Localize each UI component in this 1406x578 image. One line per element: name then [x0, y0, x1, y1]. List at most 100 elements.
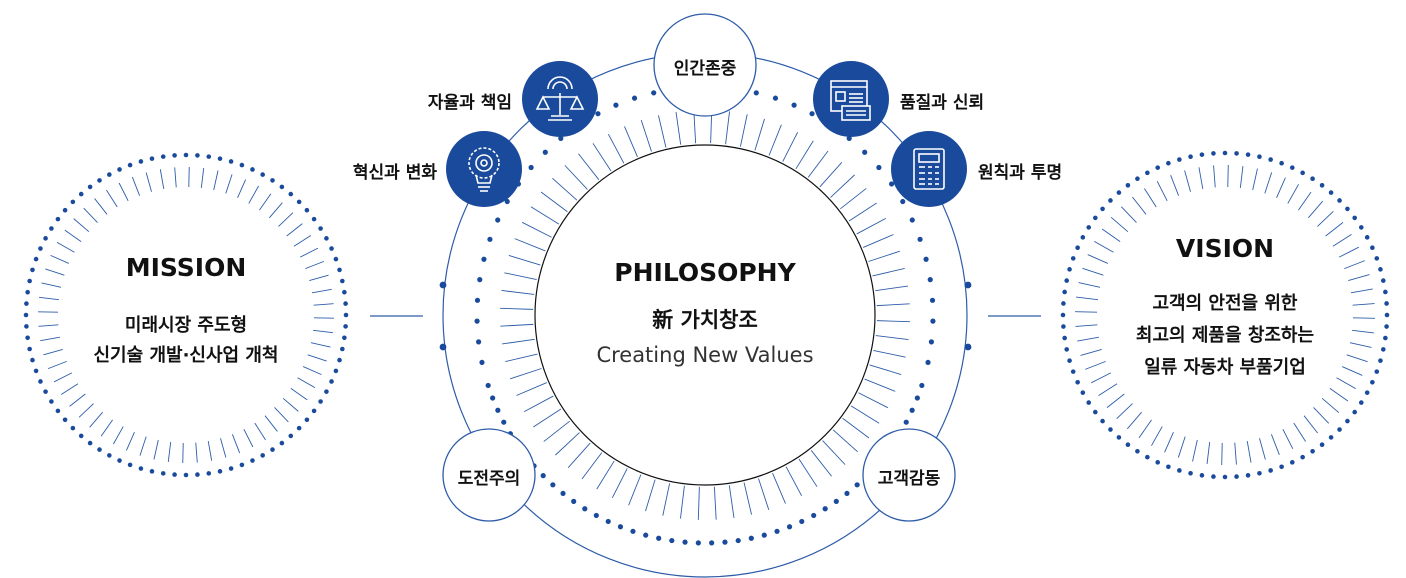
vision-dot: [1155, 460, 1161, 465]
vision-dot: [1064, 347, 1070, 352]
philosophy-dot-bottom: [909, 407, 915, 413]
mission-dot: [333, 256, 339, 262]
vision-dot: [1080, 235, 1086, 240]
philosophy-dot-bottom: [774, 528, 780, 534]
mission-dot: [117, 458, 122, 463]
philosophy-dot-left: [475, 339, 482, 345]
philosophy-tick: [555, 432, 580, 456]
philosophy-dot-top-left: [613, 102, 619, 108]
philosophy-tick: [521, 221, 552, 238]
philosophy-dot-bottom: [748, 535, 754, 541]
mission-tick: [311, 288, 332, 294]
philosophy-tick: [578, 153, 600, 180]
mission-tick: [297, 377, 316, 388]
mission-dot: [97, 178, 102, 183]
vision-tick: [1303, 415, 1318, 434]
mission-dot: [49, 226, 54, 231]
vision-tick: [1082, 267, 1104, 276]
vision-tick: [1094, 241, 1114, 253]
mission-tick: [305, 260, 325, 270]
mission-dot: [288, 433, 294, 439]
vision-dot: [1166, 160, 1171, 166]
philosophy-dot-top-right: [772, 95, 779, 101]
mission-dot: [43, 389, 48, 394]
vision-dot: [1075, 245, 1080, 251]
mission-dot: [138, 466, 144, 471]
vision-tick: [1076, 296, 1098, 301]
value-label-quality: 품질과 신뢰: [900, 93, 985, 113]
philosophy-dot-top-right: [791, 102, 797, 108]
philosophy-tick: [873, 349, 906, 358]
vision-tick: [1282, 428, 1294, 450]
vision-tick: [1198, 167, 1204, 190]
vision-tick: [1234, 442, 1237, 465]
philosophy-dot-right: [928, 339, 935, 345]
philosophy-dot-top-left: [631, 95, 638, 101]
philosophy-tick: [785, 466, 803, 497]
vision-tick: [1078, 282, 1101, 288]
philosophy-dot-left: [495, 217, 501, 223]
vision-dot: [1086, 225, 1092, 230]
philosophy-tick: [768, 124, 782, 156]
mission-tick: [167, 442, 172, 462]
vision-tick: [1350, 288, 1373, 294]
philosophy-tick: [868, 250, 900, 262]
philosophy-dot-left: [528, 164, 534, 171]
mission-dot: [87, 440, 93, 446]
vision-dot: [1100, 418, 1105, 424]
vision-dot: [1067, 358, 1072, 363]
philosophy-dot-bottom: [560, 490, 566, 497]
value-label-innovation: 혁신과 변화: [352, 163, 437, 183]
philosophy-dot-top-right: [809, 111, 815, 117]
mission-tick: [243, 428, 254, 448]
philosophy-tick: [567, 442, 591, 468]
mission-tick: [237, 179, 247, 199]
mission-tick: [282, 398, 299, 412]
vision-dot: [1328, 190, 1334, 195]
vision-dot: [1075, 379, 1080, 385]
mission-dot: [333, 368, 339, 374]
mission-tick: [106, 189, 118, 208]
mission-dot: [311, 408, 317, 414]
vision-dot: [1364, 235, 1370, 240]
vision-dot: [1245, 473, 1251, 478]
mission-circle: [23, 152, 349, 478]
mission-tick: [131, 176, 141, 196]
philosophy-dot-bottom: [722, 539, 728, 545]
mission-dot: [172, 153, 177, 158]
vision-dot: [1378, 267, 1383, 272]
vision-dot: [1135, 448, 1140, 454]
vision-dot: [1086, 400, 1092, 405]
vision-dot: [1380, 278, 1386, 283]
vision-line-1: 고객의 안전을 위한: [1152, 293, 1298, 314]
mission-tick: [290, 388, 308, 401]
mission-dot: [206, 154, 212, 159]
mission-tick: [248, 185, 259, 204]
vision-dot: [1070, 256, 1076, 261]
philosophy-dot-left: [542, 149, 548, 155]
mission-dot: [340, 346, 345, 352]
mission-dot: [27, 346, 32, 352]
vision-tick: [1101, 228, 1121, 242]
philosophy-tick: [592, 143, 612, 172]
philosophy-dot-right: [930, 318, 936, 324]
vision-tick: [1329, 388, 1349, 402]
philosophy-dot-bottom: [799, 518, 805, 525]
value-node-bottom-right: [862, 428, 956, 522]
mission-tick: [293, 235, 312, 247]
philosophy-tick: [564, 165, 588, 190]
vision-tick: [1184, 170, 1191, 192]
mission-tick: [313, 329, 333, 334]
mission-dot: [183, 472, 189, 478]
vision-tick: [1090, 372, 1112, 384]
vision-dot: [1337, 198, 1342, 203]
vision-dot: [1328, 435, 1334, 440]
mission-dot: [311, 216, 317, 222]
calculator-icon: [891, 131, 967, 207]
mission-dot: [30, 357, 35, 363]
mission-dot: [172, 472, 177, 477]
philosophy-tick: [822, 440, 846, 465]
mission-dot: [49, 399, 54, 404]
mission-dot: [343, 312, 349, 318]
vision-dot: [1337, 427, 1342, 432]
